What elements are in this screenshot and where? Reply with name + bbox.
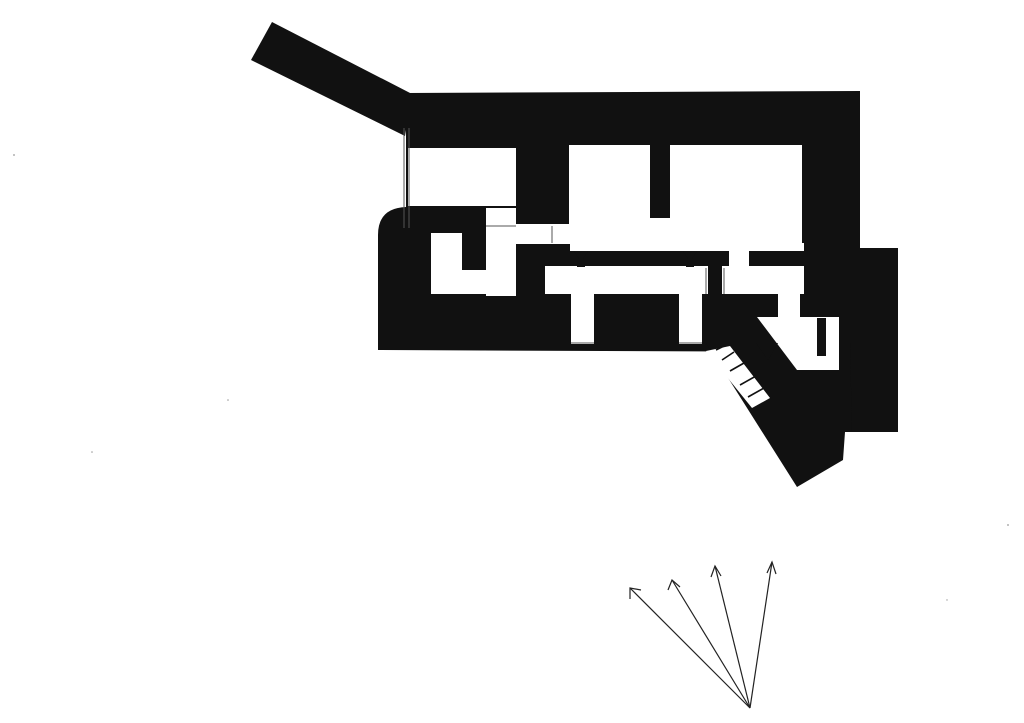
- room-north-center: [569, 145, 650, 243]
- l-room-vertical: [486, 226, 516, 296]
- staircase: [706, 343, 778, 408]
- arrow-3-head: [710, 564, 722, 578]
- scan-specks: [13, 154, 1009, 601]
- arrow-2: [671, 579, 751, 709]
- openings: [403, 128, 725, 344]
- tower-link: [778, 293, 800, 317]
- room-northwest: [408, 148, 516, 206]
- pillar-symbol: [574, 251, 588, 267]
- arrow-4-head: [766, 560, 777, 575]
- arrow-4: [749, 561, 773, 709]
- arrow-1: [629, 587, 751, 709]
- diagonal-wing: [251, 22, 412, 136]
- passage-between-north-rooms: [648, 218, 672, 243]
- small-room-west: [431, 233, 462, 294]
- l-room-horizontal: [516, 224, 570, 244]
- east-hall-neck: [729, 245, 749, 267]
- gallery-north: [570, 243, 804, 251]
- transverse-hall: [545, 266, 708, 294]
- wall-mass: [251, 22, 898, 487]
- pillar-symbol: [683, 251, 697, 267]
- orientation-arrows: [629, 560, 777, 709]
- room-north-east: [670, 145, 802, 243]
- tower-notch: [817, 318, 826, 356]
- east-hall: [722, 266, 804, 294]
- small-room-west-ext: [462, 270, 486, 294]
- south-passage-1: [571, 294, 594, 344]
- arrow-2-head: [667, 578, 681, 591]
- connector-room: [486, 208, 516, 227]
- south-passage-2: [679, 294, 702, 344]
- arrow-3: [714, 565, 751, 709]
- pillars: [574, 251, 697, 267]
- arrow-1-head: [629, 587, 642, 599]
- rooms: [408, 145, 839, 370]
